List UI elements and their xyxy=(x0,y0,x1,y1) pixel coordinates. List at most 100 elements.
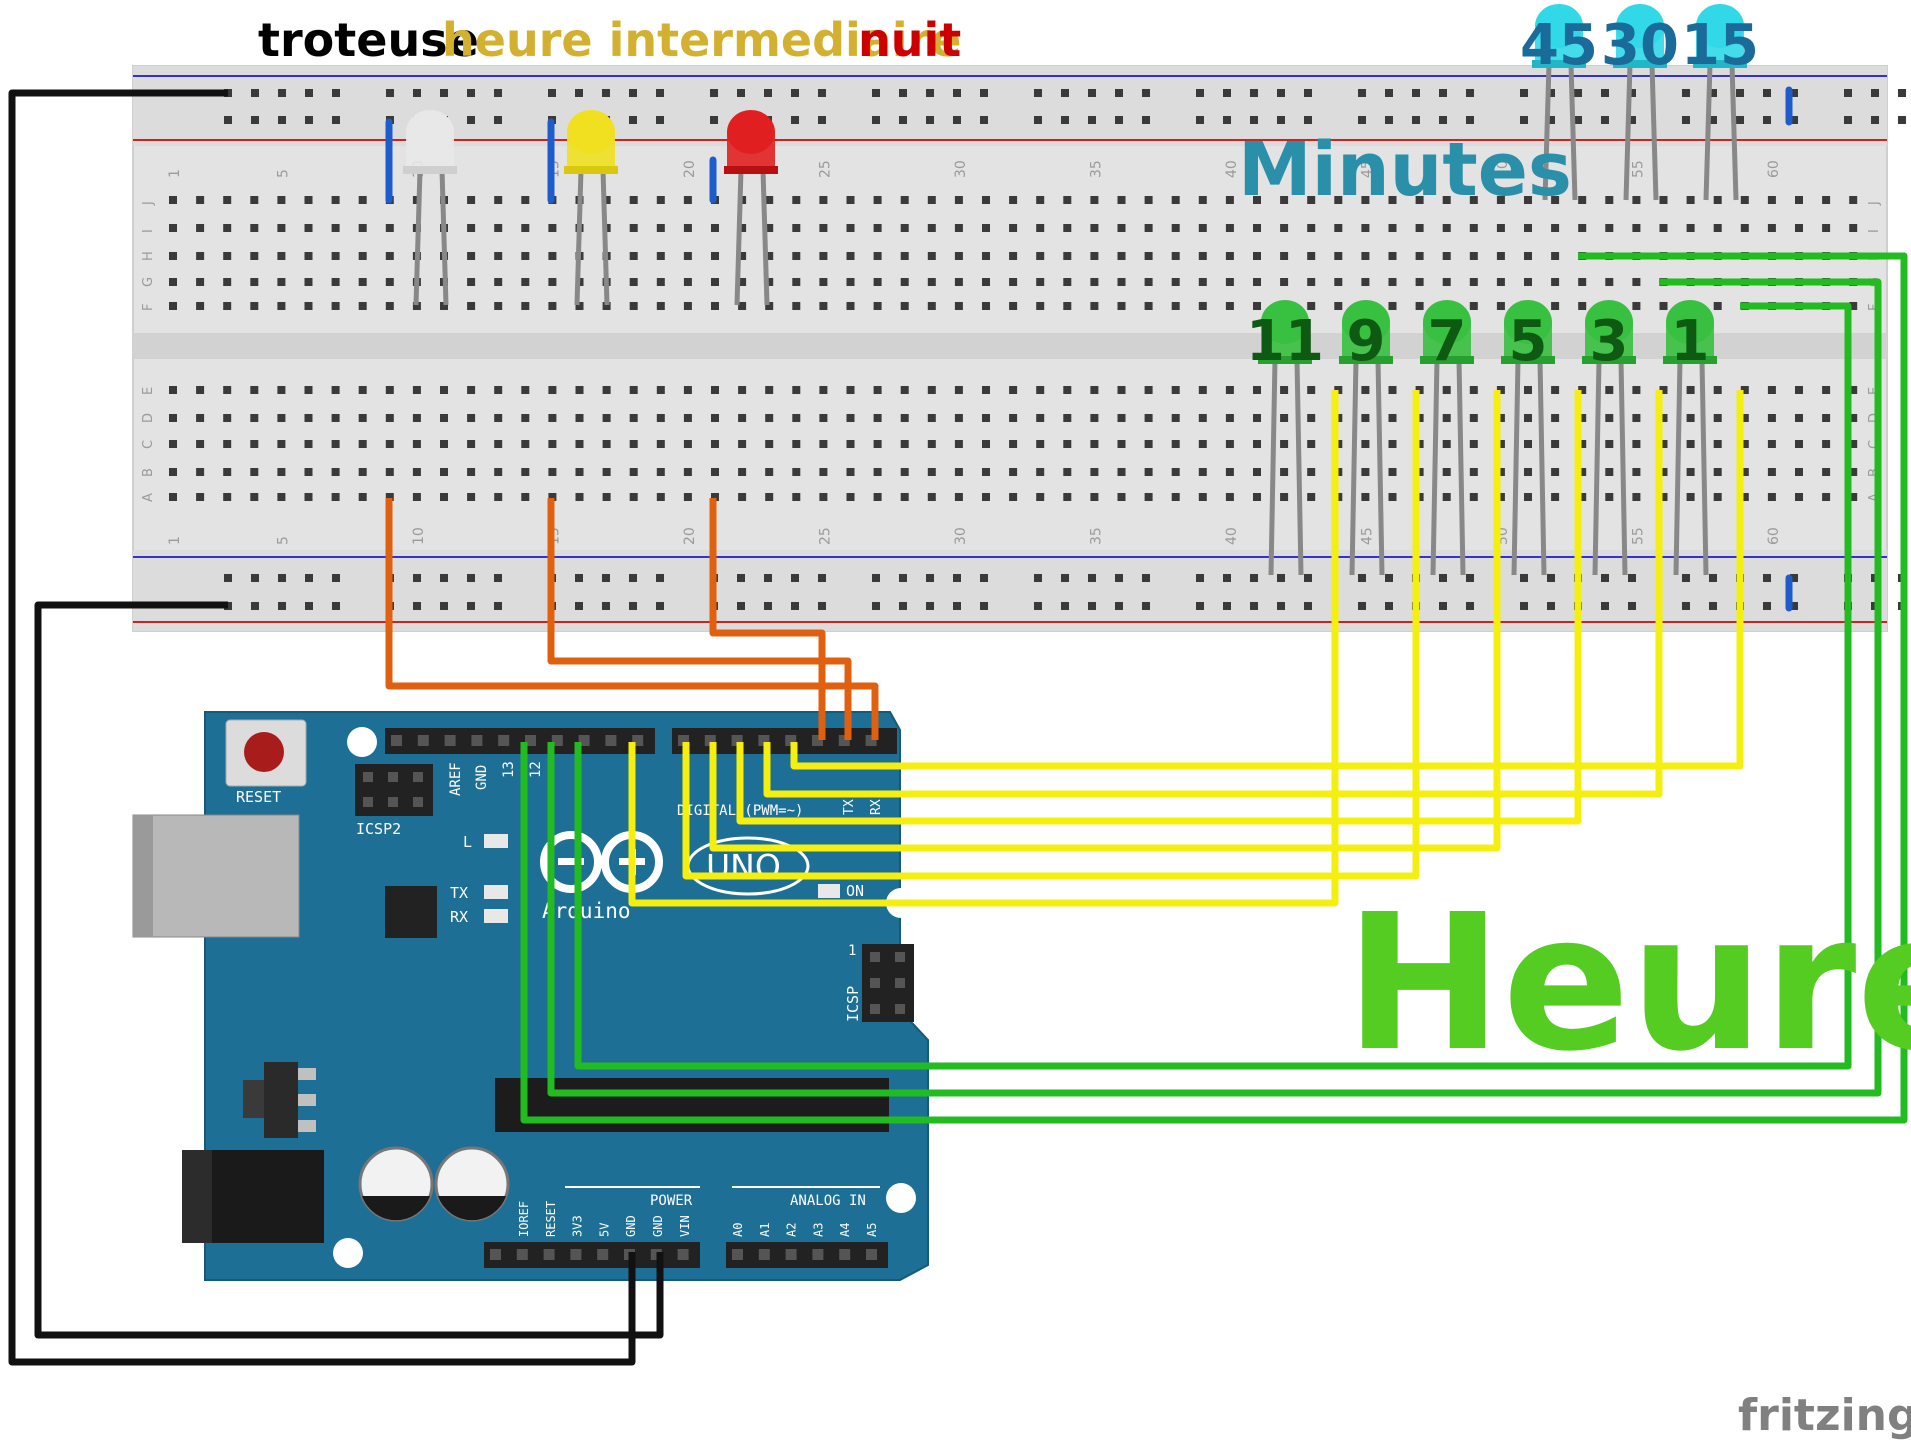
breadboard-hole xyxy=(711,493,719,501)
breadboard-hole xyxy=(792,252,801,260)
power-label: POWER xyxy=(650,1193,693,1209)
breadboard-hole xyxy=(1198,440,1207,448)
column-number: 60 xyxy=(1766,160,1782,178)
rail-hole xyxy=(764,574,772,582)
voltage-regulator xyxy=(243,1062,316,1138)
breadboard-hole xyxy=(1415,414,1424,422)
breadboard-hole xyxy=(331,440,340,448)
orange-wires xyxy=(385,498,879,740)
breadboard-hole xyxy=(223,414,232,422)
rail-hole xyxy=(1115,116,1123,124)
breadboard-hole xyxy=(1144,252,1153,260)
green-wire-45 xyxy=(520,252,1908,1124)
breadboard-hole xyxy=(1767,414,1776,422)
breadboard-hole xyxy=(900,414,909,422)
rail-hole xyxy=(494,116,502,124)
led-label: 11 xyxy=(1246,309,1324,374)
breadboard-hole xyxy=(1524,278,1532,286)
header-pin xyxy=(490,1249,501,1260)
breadboard-hole xyxy=(738,414,747,422)
rail-hole xyxy=(1763,574,1771,582)
rail-hole xyxy=(278,602,286,610)
rail-hole xyxy=(656,89,664,97)
rail-hole xyxy=(1034,89,1042,97)
breadboard-hole xyxy=(1496,252,1505,260)
breadboard-hole xyxy=(1578,278,1587,286)
breadboard-hole xyxy=(1036,440,1045,448)
breadboard-hole xyxy=(1361,196,1370,204)
breadboard-hole xyxy=(1524,196,1532,204)
aref-label: AREF xyxy=(448,762,464,796)
rail-hole xyxy=(305,602,313,610)
breadboard-hole xyxy=(1361,278,1370,286)
breadboard-hole xyxy=(1225,386,1234,394)
rail-hole xyxy=(818,574,826,582)
rail-hole xyxy=(656,116,664,124)
header-pin xyxy=(731,735,743,746)
rail-hole xyxy=(629,116,637,124)
column-number: 30 xyxy=(953,527,969,545)
header-pin xyxy=(758,1249,770,1260)
header-pin xyxy=(758,735,770,746)
breadboard-hole xyxy=(1334,252,1343,260)
column-number: 55 xyxy=(1630,527,1646,545)
breadboard-hole xyxy=(1198,386,1207,394)
icsp-one-label: 1 xyxy=(848,943,856,959)
rail-hole xyxy=(1520,602,1528,610)
breadboard-hole xyxy=(277,468,286,476)
breadboard-hole xyxy=(358,468,367,476)
breadboard-hole xyxy=(683,468,692,476)
rail-hole xyxy=(1439,89,1447,97)
rail-hole xyxy=(1142,89,1150,97)
rail-hole xyxy=(278,89,286,97)
rail-hole xyxy=(899,116,907,124)
breadboard-hole xyxy=(358,440,367,448)
ground-wire-bottom xyxy=(34,601,664,1339)
breadboard-hole xyxy=(169,468,177,476)
breadboard-hole xyxy=(440,493,448,501)
rail-hole xyxy=(1115,574,1123,582)
breadboard-hole xyxy=(1713,440,1722,448)
mount-hole xyxy=(347,727,377,757)
rail-hole xyxy=(1709,602,1717,610)
breadboard-hole xyxy=(1307,252,1316,260)
row-letter: I xyxy=(141,229,156,233)
power-pin-label: 5V xyxy=(597,1223,611,1237)
breadboard-hole xyxy=(1280,224,1289,232)
breadboard-hole xyxy=(738,302,747,310)
reset-button[interactable] xyxy=(225,719,307,787)
rail-hole xyxy=(1763,116,1771,124)
breadboard-hole xyxy=(1307,278,1316,286)
breadboard-hole xyxy=(440,440,448,448)
breadboard-hole xyxy=(765,468,774,476)
breadboard-hole xyxy=(1415,278,1424,286)
column-number: 35 xyxy=(1088,160,1104,178)
rail-hole xyxy=(1736,89,1744,97)
breadboard-hole xyxy=(900,278,909,286)
breadboard-hole xyxy=(1822,196,1831,204)
column-number: 40 xyxy=(1224,160,1240,178)
breadboard-hole xyxy=(1415,468,1424,476)
breadboard-hole xyxy=(1469,224,1478,232)
breadboard-hole xyxy=(1009,493,1018,501)
breadboard-hole xyxy=(1795,196,1803,204)
breadboard-hole xyxy=(521,278,530,286)
breadboard-hole xyxy=(1361,440,1370,448)
rail-hole xyxy=(1682,574,1690,582)
row-letter: J xyxy=(141,201,156,206)
rail-hole xyxy=(602,602,610,610)
rail-hole xyxy=(1115,602,1123,610)
header-pin xyxy=(812,1249,824,1260)
breadboard-hole xyxy=(494,278,503,286)
breadboard-hole xyxy=(1496,302,1505,310)
breadboard-hole xyxy=(412,493,421,501)
rail-hole xyxy=(1871,89,1879,97)
breadboard-hole xyxy=(819,440,828,448)
breadboard-hole xyxy=(873,278,882,286)
rail-hole xyxy=(305,116,313,124)
breadboard-hole xyxy=(494,302,503,310)
rail-hole xyxy=(1628,574,1636,582)
breadboard-hole xyxy=(277,386,286,394)
breadboard-hole xyxy=(1496,196,1505,204)
breadboard-hole xyxy=(1713,224,1722,232)
